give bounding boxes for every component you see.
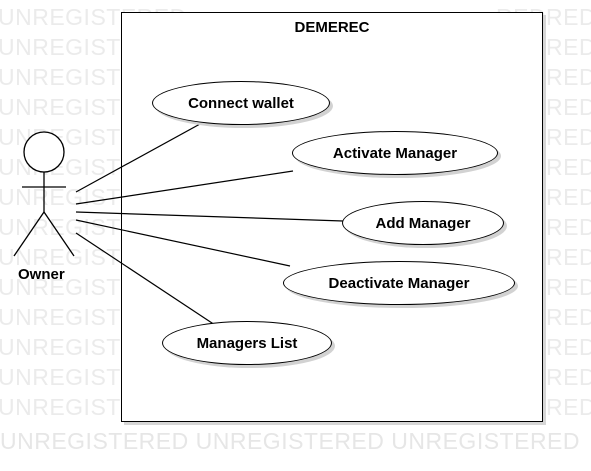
- usecase-deactivate-manager[interactable]: Deactivate Manager: [283, 261, 515, 305]
- watermark-fragment: RED: [546, 334, 591, 360]
- actor-head: [23, 131, 65, 173]
- usecase-label: Managers List: [196, 334, 298, 352]
- watermark-fragment: RED: [546, 364, 591, 390]
- system-title: DEMEREC: [294, 19, 370, 36]
- association-activate-manager: [75, 170, 294, 205]
- association-deactivate-manager: [75, 219, 291, 267]
- actor-label: Owner: [18, 266, 65, 283]
- usecase-activate-manager[interactable]: Activate Manager: [292, 131, 498, 175]
- watermark-fragment: RED: [546, 124, 591, 150]
- watermark-fragment: RED: [546, 34, 591, 60]
- usecase-managers-list[interactable]: Managers List: [162, 321, 332, 365]
- watermark-fragment: RED: [546, 184, 591, 210]
- actor-left-leg: [13, 211, 45, 257]
- watermark-fragment: RED: [546, 274, 591, 300]
- usecase-label: Connect wallet: [188, 94, 294, 112]
- usecase-label: Activate Manager: [332, 144, 458, 162]
- usecase-label: Add Manager: [375, 214, 471, 232]
- association-add-manager: [75, 211, 344, 222]
- watermark-fragment: RED: [546, 154, 591, 180]
- watermark-bottom: UNREGISTERED UNREGISTERED UNREGISTERED: [0, 428, 581, 454]
- association-managers-list: [75, 232, 216, 326]
- association-connect-wallet: [75, 123, 201, 193]
- usecase-connect-wallet[interactable]: Connect wallet: [152, 81, 330, 125]
- watermark-fragment: RED: [546, 244, 591, 270]
- watermark-fragment: RED: [546, 304, 591, 330]
- watermark-fragment: RED: [546, 94, 591, 120]
- usecase-add-manager[interactable]: Add Manager: [342, 201, 504, 245]
- watermark-fragment: RED: [546, 64, 591, 90]
- watermark-fragment: RED: [546, 4, 591, 30]
- actor-figure[interactable]: [13, 131, 75, 257]
- usecase-label: Deactivate Manager: [328, 274, 470, 292]
- watermark-fragment: RED: [546, 214, 591, 240]
- actor-right-leg: [43, 211, 75, 257]
- watermark-fragment: RED: [546, 394, 591, 420]
